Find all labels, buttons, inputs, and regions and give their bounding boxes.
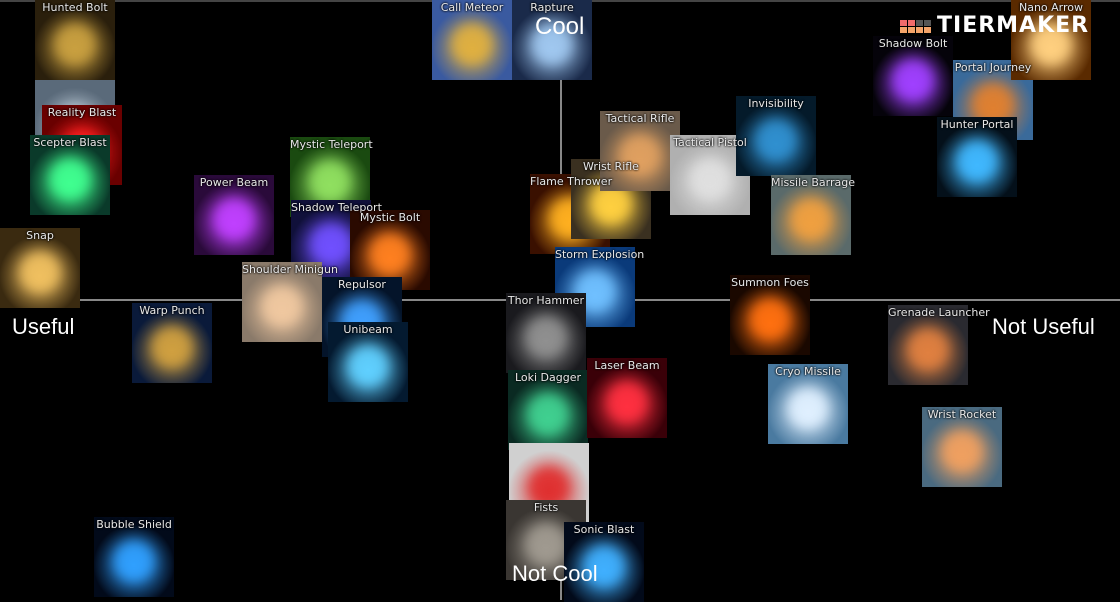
item-image	[791, 199, 831, 239]
item-image	[311, 224, 351, 264]
logo-cell	[900, 26, 907, 33]
item-image	[908, 329, 948, 369]
item-image	[620, 135, 660, 175]
tier-item-wrist-rocket[interactable]	[922, 407, 1002, 487]
tier-item-tactical-rifle[interactable]	[600, 111, 680, 191]
tier-item-hunter-portal[interactable]	[937, 117, 1017, 197]
item-image	[532, 24, 572, 64]
item-image	[957, 141, 997, 181]
item-image	[607, 382, 647, 422]
item-image	[114, 541, 154, 581]
tier-item-grenade-launcher[interactable]	[888, 305, 968, 385]
logo-grid-icon	[900, 19, 931, 33]
item-image	[262, 286, 302, 326]
tiermaker-logo: TIERMAKER	[900, 13, 1090, 38]
logo-cell	[924, 26, 931, 33]
item-image	[584, 546, 624, 586]
item-image	[788, 388, 828, 428]
tier-item-hunted-bolt[interactable]	[35, 0, 115, 80]
tier-item-sonic-blast[interactable]	[564, 522, 644, 602]
logo-cell	[924, 19, 931, 26]
tier-item-rapture[interactable]	[512, 0, 592, 80]
item-image	[750, 299, 790, 339]
logo-cell	[916, 19, 923, 26]
item-image	[20, 252, 60, 292]
tier-item-unibeam[interactable]	[328, 322, 408, 402]
item-image	[348, 346, 388, 386]
tier-item-cryo-missile[interactable]	[768, 364, 848, 444]
item-image	[452, 24, 492, 64]
logo-cell	[908, 26, 915, 33]
tier-item-shoulder-minigun[interactable]	[242, 262, 322, 342]
item-image	[370, 234, 410, 274]
tier-item-warp-punch[interactable]	[132, 303, 212, 383]
axis-label-top: Cool	[535, 13, 585, 40]
item-image	[526, 317, 566, 357]
tier-item-thor-hammer[interactable]	[506, 293, 586, 373]
item-image	[893, 60, 933, 100]
tier-item-nano-arrow[interactable]	[1011, 0, 1091, 80]
item-image	[942, 431, 982, 471]
item-image	[526, 524, 566, 564]
item-image	[528, 394, 568, 434]
item-image	[310, 161, 350, 201]
tier-item-mystic-bolt[interactable]	[350, 210, 430, 290]
item-image	[50, 159, 90, 199]
tier-item-bubble-shield[interactable]	[94, 517, 174, 597]
axis-label-left: Useful	[12, 314, 75, 339]
tier-item-scepter-blast[interactable]	[30, 135, 110, 215]
item-image	[690, 159, 730, 199]
axis-label-right: Not Useful	[992, 314, 1095, 339]
tier-item-laser-beam[interactable]	[587, 358, 667, 438]
tier-item-shadow-bolt[interactable]	[873, 36, 953, 116]
tier-item-missile-barrage[interactable]	[771, 175, 851, 255]
item-image	[214, 199, 254, 239]
logo-cell	[908, 19, 915, 26]
logo-text: TIERMAKER	[937, 13, 1090, 38]
logo-cell	[916, 26, 923, 33]
tier-item-power-beam[interactable]	[194, 175, 274, 255]
logo-cell	[900, 19, 907, 26]
item-image	[152, 327, 192, 367]
item-image	[756, 120, 796, 160]
tier-item-snap[interactable]	[0, 228, 80, 308]
tier-item-loki-dagger[interactable]	[508, 370, 588, 450]
tier-item-invisibility[interactable]	[736, 96, 816, 176]
tier-item-call-meteor[interactable]	[432, 0, 512, 80]
item-image	[55, 24, 95, 64]
axis-label-bottom: Not Cool	[512, 561, 598, 586]
item-image	[1031, 24, 1071, 64]
tier-item-summon-foes[interactable]	[730, 275, 810, 355]
